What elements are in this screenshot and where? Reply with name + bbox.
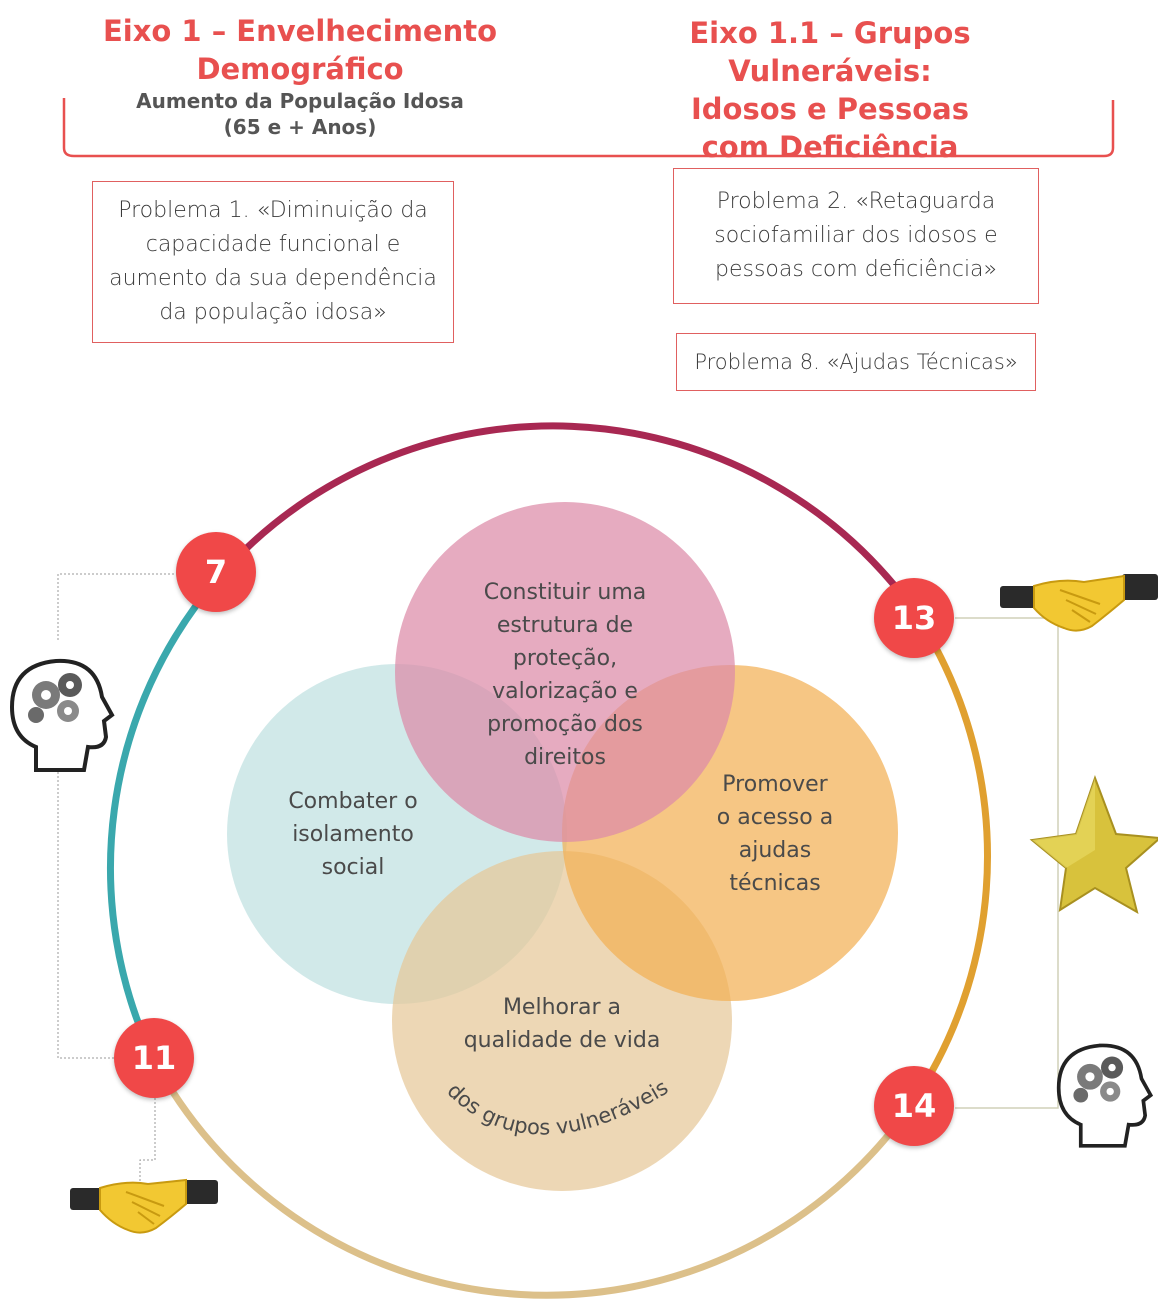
head-gears-icon xyxy=(1056,1043,1154,1148)
circle-right-line: Promover xyxy=(722,772,828,797)
axis1-title-line2: Demográfico xyxy=(196,52,404,86)
handshake-icon xyxy=(70,1178,218,1234)
problem-8-line: Problema 8. «Ajudas Técnicas» xyxy=(694,350,1018,374)
connector-left-mid xyxy=(57,760,116,1059)
connector-left-bottom xyxy=(139,1098,156,1185)
problem-1-box: Problema 1. «Diminuição da capacidade fu… xyxy=(92,181,454,343)
connector-left-top xyxy=(57,573,178,640)
axis2-title-line2: Idosos e Pessoas xyxy=(691,92,969,126)
problem-2-line: Problema 2. «Retaguarda xyxy=(716,189,996,214)
circle-left-text: Combater o isolamento social xyxy=(243,785,463,884)
circle-top-line: valorização e xyxy=(492,679,638,704)
problem-1-line: capacidade funcional e xyxy=(145,232,401,257)
badge-11: 11 xyxy=(114,1018,194,1098)
star-icon xyxy=(1029,775,1158,915)
ring-arc-crimson xyxy=(215,422,915,611)
circle-right-text: Promover o acesso a ajudas técnicas xyxy=(665,768,885,900)
circle-top xyxy=(395,502,735,842)
circle-top-line: Constituir uma xyxy=(483,580,647,605)
circle-right-line: o acesso a xyxy=(716,805,834,830)
axis2-title-line3: com Deficiência xyxy=(701,130,959,164)
circle-left-line: social xyxy=(321,855,385,880)
header-brace xyxy=(62,98,1115,158)
connector-right xyxy=(955,617,1059,1109)
circle-bottom-line: Melhorar a xyxy=(502,995,622,1020)
circle-top-line: estrutura de xyxy=(496,613,634,638)
circle-right-line: ajudas xyxy=(738,838,812,863)
badge-13: 13 xyxy=(874,578,954,658)
circle-top-line: promoção dos xyxy=(487,712,643,737)
badge-7: 7 xyxy=(176,532,256,612)
problem-2-line: pessoas com deficiência» xyxy=(715,257,997,282)
circle-top-line: direitos xyxy=(524,745,606,770)
circle-top-text: Constituir uma estrutura de proteção, va… xyxy=(435,576,695,774)
axis1-subtitle-line2: (65 e + Anos) xyxy=(223,115,377,139)
axis1-subtitle: Aumento da População Idosa (65 e + Anos) xyxy=(90,88,510,140)
axis1-title-line1: Eixo 1 – Envelhecimento xyxy=(102,14,498,48)
problem-1-line: da população idosa» xyxy=(159,300,387,325)
circle-bottom-line: qualidade de vida xyxy=(463,1028,661,1053)
badge-14: 14 xyxy=(874,1066,954,1146)
problem-2-line: sociofamiliar dos idosos e xyxy=(714,223,998,248)
axis2-title: Eixo 1.1 – Grupos Vulneráveis: Idosos e … xyxy=(590,14,1070,166)
circle-left-line: Combater o xyxy=(288,789,418,814)
head-gears-icon xyxy=(9,658,115,772)
ring-arc-teal xyxy=(107,575,221,1062)
ring-arc-gold xyxy=(909,606,992,1106)
axis1-subtitle-line1: Aumento da População Idosa xyxy=(136,89,464,113)
problem-1-line: aumento da sua dependência xyxy=(109,266,437,291)
axis2-title-line1: Eixo 1.1 – Grupos Vulneráveis: xyxy=(689,16,971,88)
circle-left-line: isolamento xyxy=(292,822,414,847)
problem-8-box: Problema 8. «Ajudas Técnicas» xyxy=(676,333,1036,391)
problem-1-line: Problema 1. «Diminuição da xyxy=(118,198,428,223)
problem-2-box: Problema 2. «Retaguarda sociofamiliar do… xyxy=(673,168,1039,304)
circle-right-line: técnicas xyxy=(729,871,821,896)
handshake-icon xyxy=(1000,574,1158,632)
circle-top-line: proteção, xyxy=(512,646,618,671)
circle-bottom-text: Melhorar a qualidade de vida xyxy=(432,991,692,1057)
axis1-title: Eixo 1 – Envelhecimento Demográfico xyxy=(90,12,510,88)
ring-arc-beige xyxy=(150,1058,915,1299)
